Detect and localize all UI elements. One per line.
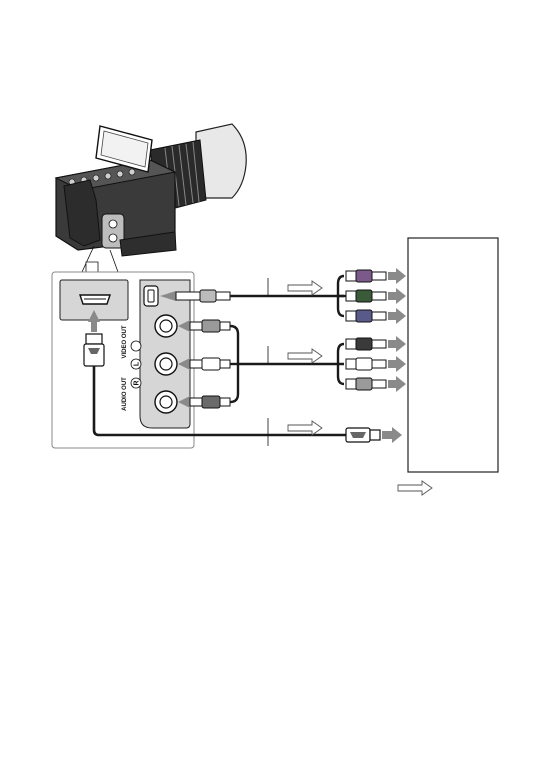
hdmi-plug-icon: [346, 428, 380, 442]
component-cable: [160, 268, 406, 324]
signal-flow-arrow-icon: [398, 481, 432, 495]
tv-device-box: [408, 238, 498, 472]
signal-flow-arrow-icon: [288, 281, 322, 295]
hdmi-plug-icon: [84, 334, 104, 366]
signal-flow-arrow-icon: [288, 349, 322, 363]
camcorder-illustration: [56, 124, 246, 272]
video-out-label: VIDEO OUT: [122, 325, 128, 358]
signal-flow-arrow-icon: [288, 421, 322, 435]
audio-out-label: AUDIO OUT: [122, 377, 128, 411]
audio-right-letter: R: [134, 380, 141, 385]
av-cable: [178, 320, 406, 408]
audio-left-letter: L: [134, 361, 141, 366]
